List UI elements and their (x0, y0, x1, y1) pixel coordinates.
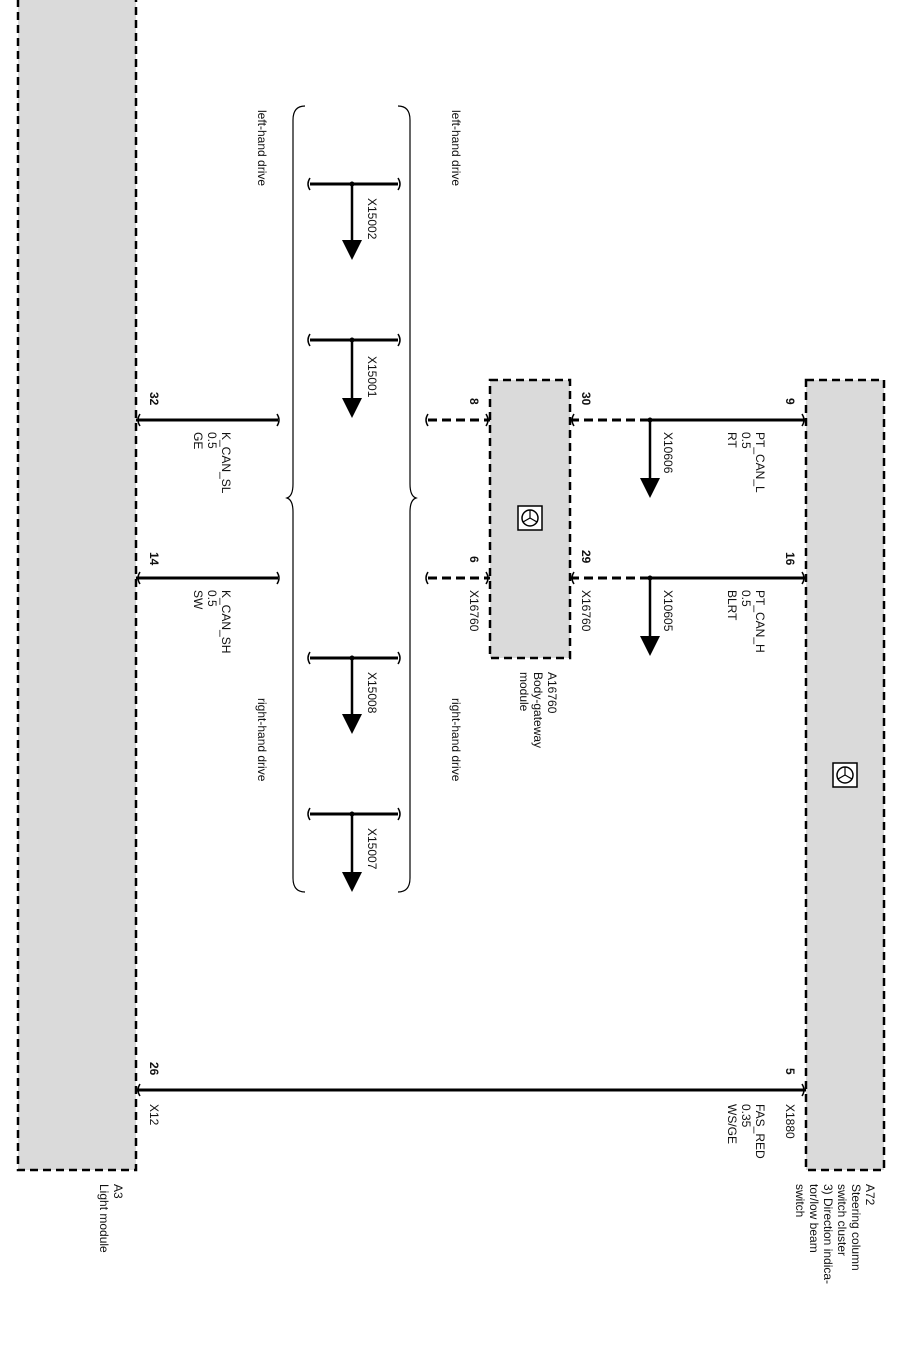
steering-module-title: A72 Steering column switch cluster 3) Di… (793, 1184, 877, 1284)
splice-x15001 (307, 333, 401, 418)
wire-pt-can-h (570, 575, 806, 656)
connector-x1880: X1880 (783, 1104, 797, 1139)
pin-gateway-8: 8 (467, 398, 481, 405)
svg-text:module: module (517, 672, 531, 712)
label-rhd-left: right-hand drive (255, 698, 269, 782)
wire-label-pt-can-h: PT_CAN_H 0.5 BLRT (725, 590, 767, 653)
svg-text:0.35: 0.35 (739, 1104, 753, 1128)
label-rhd-right: right-hand drive (449, 698, 463, 782)
svg-text:RT: RT (725, 432, 739, 448)
svg-text:GE: GE (191, 432, 205, 449)
svg-text:switch cluster: switch cluster (835, 1184, 849, 1256)
svg-text:0.5: 0.5 (739, 432, 753, 449)
svg-text:SW: SW (191, 590, 205, 610)
svg-text:0.5: 0.5 (205, 432, 219, 449)
splice-label-x10606: X10606 (661, 432, 675, 474)
pin-gateway-30: 30 (579, 392, 593, 406)
svg-text:FAS_RED: FAS_RED (753, 1104, 767, 1159)
terminal-marks (137, 413, 805, 1097)
drive-brace (285, 105, 418, 893)
svg-text:A72: A72 (863, 1184, 877, 1206)
svg-text:Body-gateway: Body-gateway (531, 672, 545, 748)
svg-text:switch: switch (793, 1184, 807, 1217)
splice-label-x15002: X15002 (365, 198, 379, 240)
pin-gateway-29: 29 (579, 550, 593, 564)
svg-text:Light module: Light module (97, 1184, 111, 1253)
svg-text:0.5: 0.5 (739, 590, 753, 607)
wire-label-k-can-sh: K_CAN_SH 0.5 SW (191, 590, 233, 653)
svg-text:A3: A3 (111, 1184, 125, 1199)
label-lhd-right: left-hand drive (449, 110, 463, 186)
splice-x15008 (307, 651, 401, 734)
connector-gateway-right: X16760 (579, 590, 593, 632)
wire-pt-can-l (570, 417, 806, 498)
splice-x15007 (307, 807, 401, 892)
gateway-module-logo-icon (517, 505, 543, 531)
svg-text:3) Direction indica-: 3) Direction indica- (821, 1184, 835, 1284)
svg-text:tor/low beam: tor/low beam (807, 1184, 821, 1253)
splice-label-x10605: X10605 (661, 590, 675, 632)
connector-x12: X12 (147, 1104, 161, 1126)
svg-text:Steering column: Steering column (849, 1184, 863, 1271)
svg-text:PT_CAN_H: PT_CAN_H (753, 590, 767, 653)
splice-x15002 (307, 177, 401, 260)
svg-text:PT_CAN_L: PT_CAN_L (753, 432, 767, 493)
wire-label-pt-can-l: PT_CAN_L 0.5 RT (725, 432, 767, 493)
label-lhd-left: left-hand drive (255, 110, 269, 186)
pin-steering-16: 16 (783, 552, 797, 566)
splice-label-x15001: X15001 (365, 356, 379, 398)
svg-text:A16760: A16760 (545, 672, 559, 714)
light-module-title: A3 Light module (97, 1184, 125, 1253)
pin-light-32: 32 (147, 392, 161, 406)
connector-gateway-left: X16760 (467, 590, 481, 632)
svg-text:BLRT: BLRT (725, 590, 739, 621)
svg-text:K_CAN_SH: K_CAN_SH (219, 590, 233, 653)
splice-label-x15008: X15008 (365, 672, 379, 714)
svg-text:0.5: 0.5 (205, 590, 219, 607)
light-module-box (16, 0, 138, 1172)
pin-steering-9: 9 (783, 398, 797, 405)
wire-label-k-can-sl: K_CAN_SL 0.5 GE (191, 432, 233, 494)
splice-label-x15007: X15007 (365, 828, 379, 870)
pin-light-14: 14 (147, 552, 161, 566)
svg-text:K_CAN_SL: K_CAN_SL (219, 432, 233, 494)
pin-gateway-6: 6 (467, 556, 481, 563)
steering-module-logo-icon (832, 762, 858, 788)
pin-steering-5: 5 (783, 1068, 797, 1075)
pin-light-26: 26 (147, 1062, 161, 1076)
wire-label-fas-red: FAS_RED 0.35 WS/GE (725, 1104, 767, 1159)
svg-text:WS/GE: WS/GE (725, 1104, 739, 1144)
gateway-module-title: A16760 Body-gateway module (517, 672, 559, 748)
